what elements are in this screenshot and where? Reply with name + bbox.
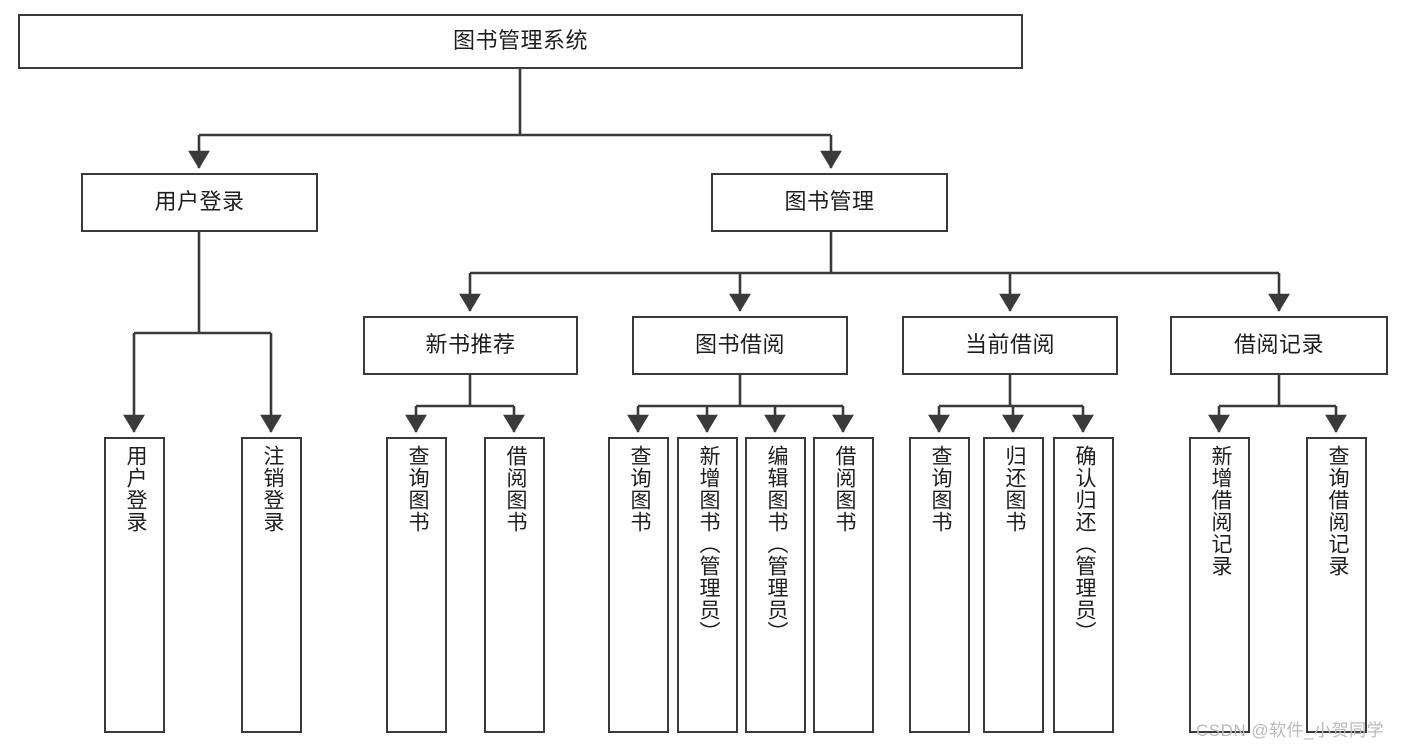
node-leaf-edit-book[interactable]: 编辑图书（管理员） xyxy=(745,437,806,733)
node-leaf-add-record-label: 新增借阅记录 xyxy=(1208,445,1232,577)
node-leaf-return-book-label: 归还图书 xyxy=(1002,445,1026,533)
node-leaf-query-book-3-label: 查询图书 xyxy=(928,445,952,533)
node-borrow-record-label: 借阅记录 xyxy=(1233,332,1324,358)
node-leaf-query-record-label: 查询借阅记录 xyxy=(1325,445,1349,577)
node-leaf-logout[interactable]: 注销登录 xyxy=(241,437,302,733)
node-leaf-confirm-return-label: 确认归还（管理员） xyxy=(1072,445,1096,643)
node-leaf-user-login-label: 用户登录 xyxy=(123,445,147,533)
node-leaf-add-book-label: 新增图书（管理员） xyxy=(696,445,720,643)
node-root-label: 图书管理系统 xyxy=(452,28,588,54)
node-leaf-edit-book-label: 编辑图书（管理员） xyxy=(764,445,788,643)
node-new-book-recommend-label: 新书推荐 xyxy=(425,332,516,358)
node-leaf-user-login[interactable]: 用户登录 xyxy=(104,437,165,733)
node-leaf-query-book-1[interactable]: 查询图书 xyxy=(386,437,447,733)
node-leaf-borrow-book-1-label: 借阅图书 xyxy=(503,445,527,533)
node-current-borrow[interactable]: 当前借阅 xyxy=(902,316,1118,375)
node-leaf-borrow-book-1[interactable]: 借阅图书 xyxy=(484,437,545,733)
node-leaf-add-record[interactable]: 新增借阅记录 xyxy=(1189,437,1250,733)
node-book-manage-label: 图书管理 xyxy=(784,189,875,215)
node-leaf-logout-label: 注销登录 xyxy=(260,445,284,533)
node-leaf-borrow-book-2[interactable]: 借阅图书 xyxy=(813,437,874,733)
node-leaf-query-record[interactable]: 查询借阅记录 xyxy=(1306,437,1367,733)
node-leaf-query-book-2-label: 查询图书 xyxy=(627,445,651,533)
node-leaf-return-book[interactable]: 归还图书 xyxy=(983,437,1044,733)
node-borrow-record[interactable]: 借阅记录 xyxy=(1170,316,1388,375)
node-leaf-confirm-return[interactable]: 确认归还（管理员） xyxy=(1053,437,1114,733)
node-user-login-label: 用户登录 xyxy=(154,189,245,215)
node-new-book-recommend[interactable]: 新书推荐 xyxy=(363,316,578,375)
node-user-login[interactable]: 用户登录 xyxy=(81,173,318,232)
node-book-borrow[interactable]: 图书借阅 xyxy=(632,316,848,375)
node-leaf-borrow-book-2-label: 借阅图书 xyxy=(832,445,856,533)
node-leaf-query-book-3[interactable]: 查询图书 xyxy=(909,437,970,733)
node-book-manage[interactable]: 图书管理 xyxy=(711,173,948,232)
node-leaf-query-book-2[interactable]: 查询图书 xyxy=(608,437,669,733)
node-leaf-add-book[interactable]: 新增图书（管理员） xyxy=(677,437,738,733)
node-book-borrow-label: 图书借阅 xyxy=(694,332,785,358)
node-leaf-query-book-1-label: 查询图书 xyxy=(405,445,429,533)
node-current-borrow-label: 当前借阅 xyxy=(964,332,1055,358)
node-root[interactable]: 图书管理系统 xyxy=(18,14,1023,69)
